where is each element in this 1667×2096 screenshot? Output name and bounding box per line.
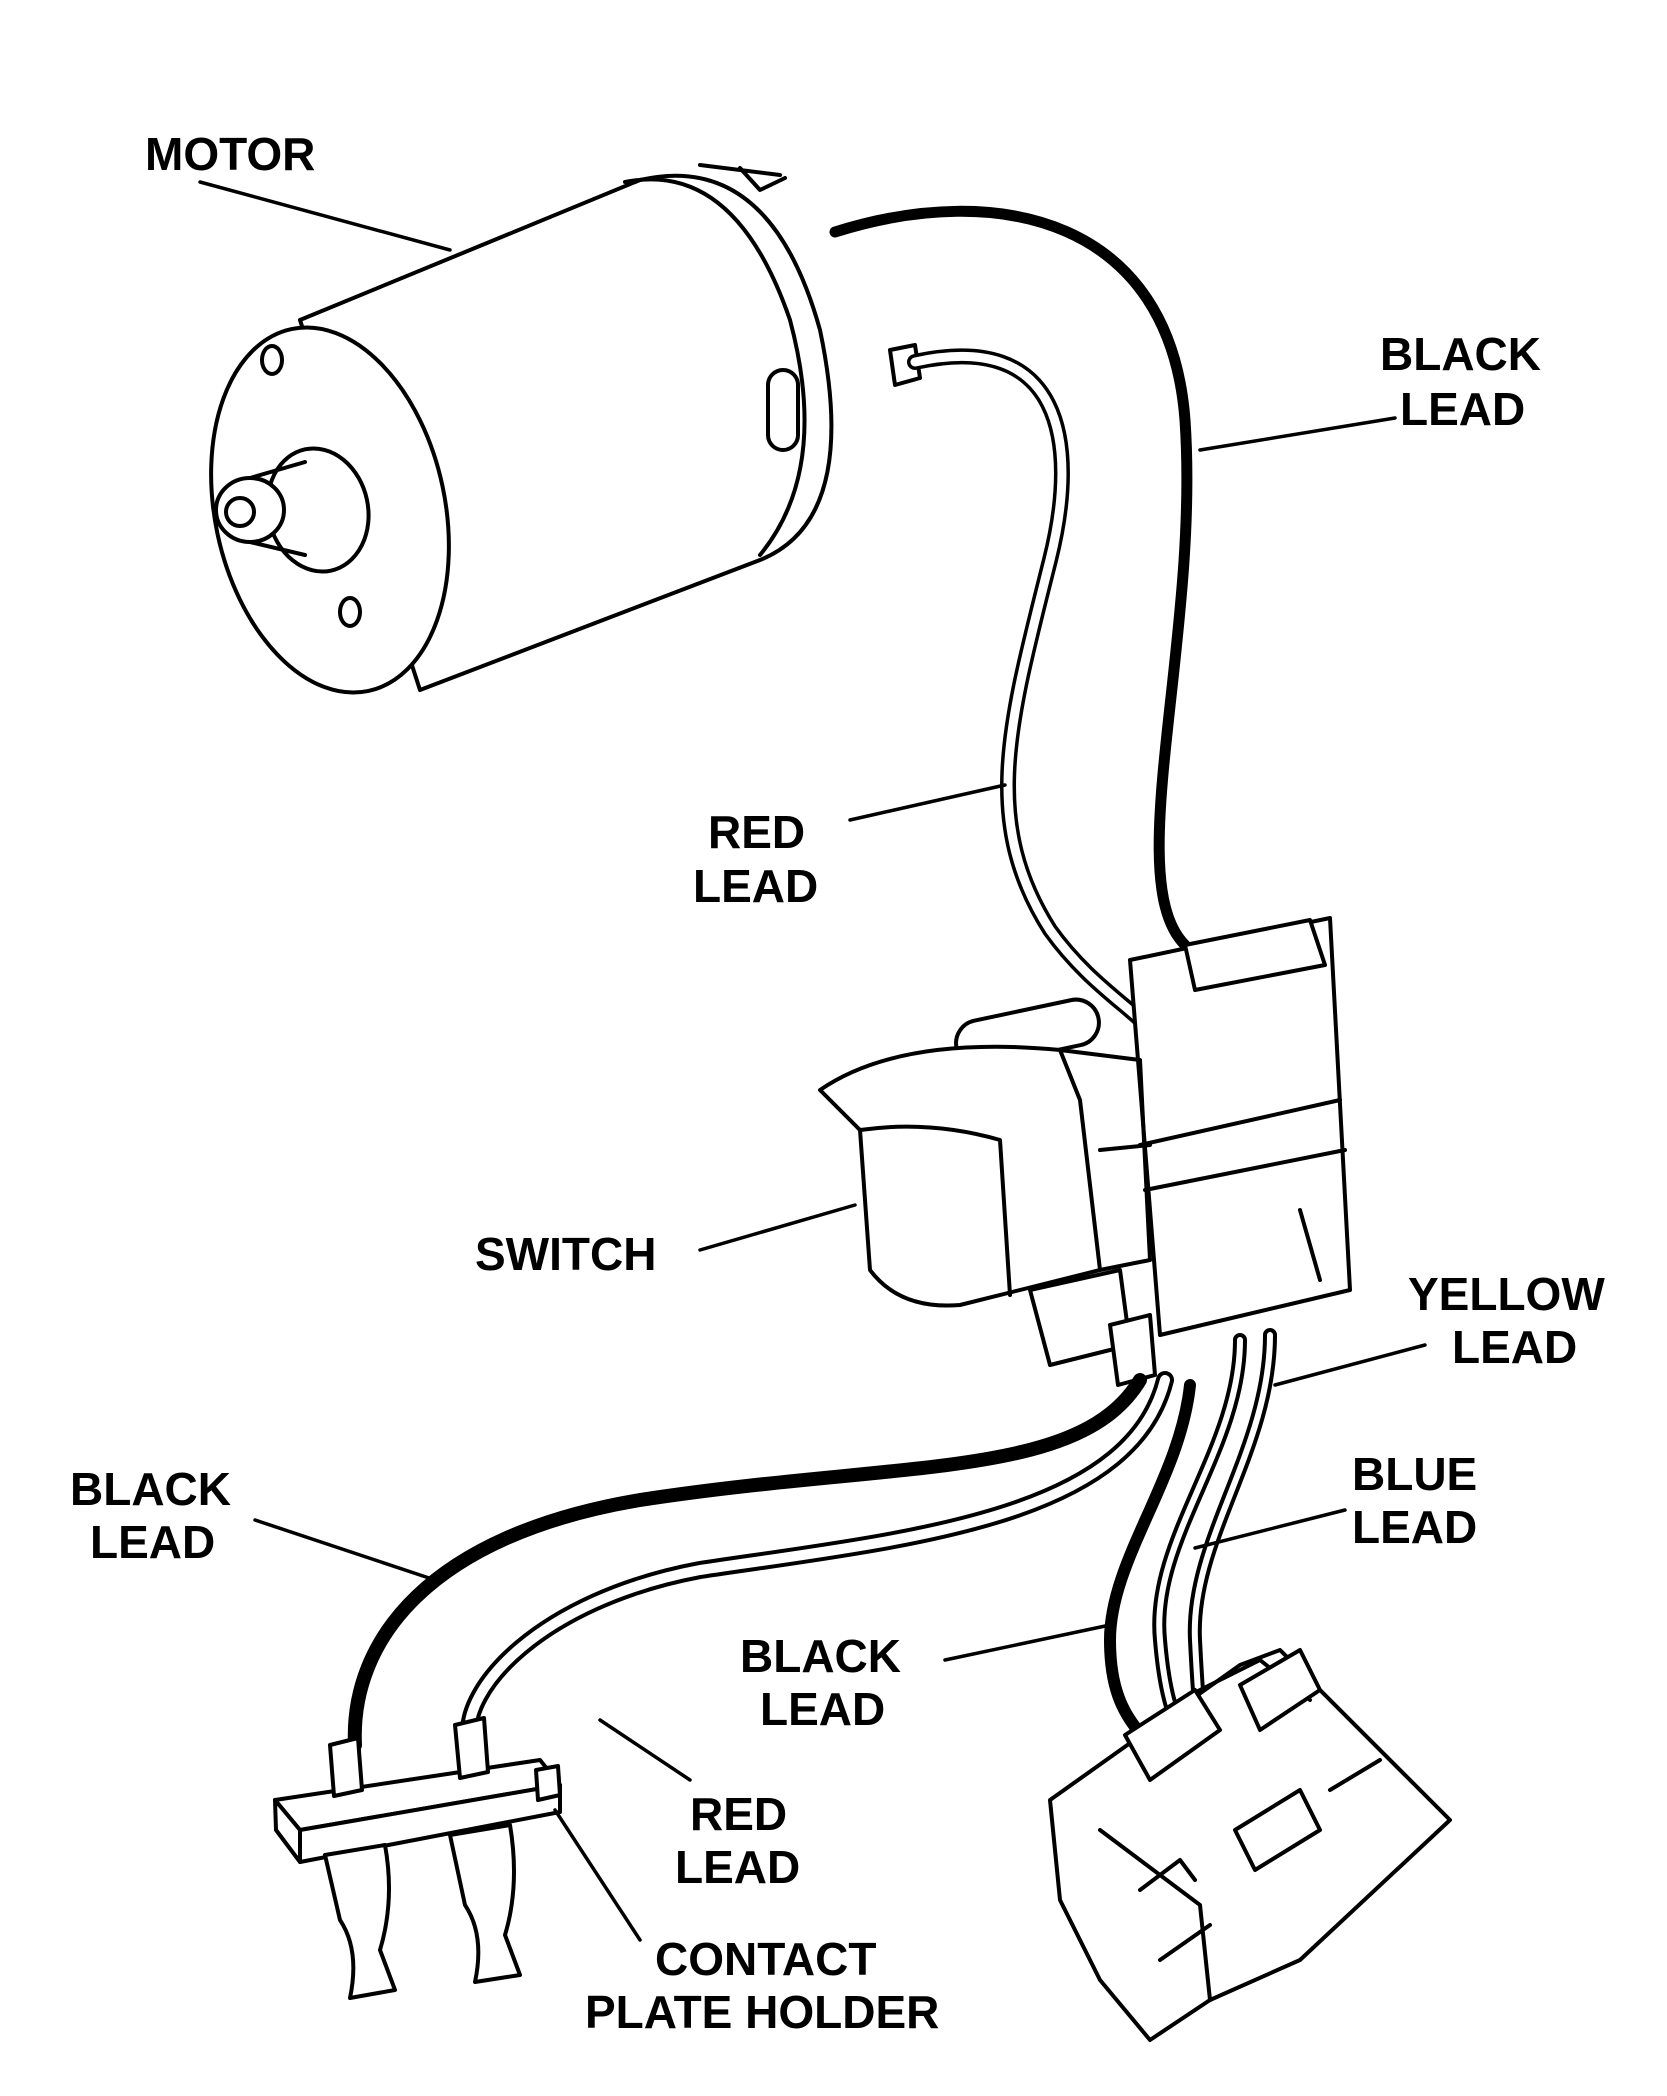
label-motor-text: MOTOR — [145, 128, 315, 180]
red-lead-top-leader — [848, 783, 1007, 822]
contact-plate-holder-leader — [553, 1808, 642, 1942]
red-lead-upper-wire — [907, 348, 1183, 1073]
label-contact-plate-holder-line2: PLATE HOLDER — [585, 1986, 939, 2038]
label-black-lead-bottom: BLACK LEAD — [740, 1630, 901, 1735]
red-lead-bottom-leader — [598, 1718, 692, 1782]
motor-leader — [198, 180, 452, 252]
label-black-lead-bottom-line2: LEAD — [760, 1683, 885, 1735]
label-switch: SWITCH — [475, 1228, 656, 1280]
black-lead-bottom-wire — [1103, 1379, 1196, 1746]
label-black-lead-bottom-line1: BLACK — [740, 1630, 901, 1682]
switch — [818, 916, 1352, 1387]
black-lead-bottom-leader — [943, 1623, 1112, 1662]
black-lead-top-leader — [1198, 416, 1397, 452]
motor — [209, 163, 922, 695]
label-yellow-lead-line1: YELLOW — [1408, 1268, 1605, 1320]
label-black-lead-top: BLACK LEAD — [1380, 328, 1541, 435]
black-lead-upper-wire — [829, 205, 1193, 951]
label-red-lead-top-line1: RED — [708, 806, 805, 858]
label-black-lead-top-line2: LEAD — [1400, 383, 1525, 435]
label-black-lead-top-line1: BLACK — [1380, 328, 1541, 380]
label-black-lead-left-line1: BLACK — [70, 1463, 231, 1515]
label-contact-plate-holder-line1: CONTACT — [655, 1933, 876, 1985]
label-switch-text: SWITCH — [475, 1228, 656, 1280]
label-black-lead-left-line2: LEAD — [90, 1516, 215, 1568]
black-lead-left-leader — [253, 1518, 437, 1582]
leader-lines — [198, 180, 1427, 1942]
label-motor: MOTOR — [145, 128, 315, 180]
label-blue-lead: BLUE LEAD — [1352, 1448, 1477, 1553]
red-lead-lower-wire — [460, 1371, 1174, 1749]
label-red-lead-bottom: RED LEAD — [675, 1788, 800, 1893]
label-red-lead-top: RED LEAD — [693, 806, 818, 912]
black-lead-left-wire — [347, 1373, 1147, 1752]
battery-connector — [1048, 1648, 1452, 2042]
label-red-lead-top-line2: LEAD — [693, 860, 818, 912]
label-red-lead-bottom-line1: RED — [690, 1788, 787, 1840]
contact-plate-holder — [273, 1716, 562, 2000]
yellow-lead-leader — [1273, 1343, 1427, 1387]
label-contact-plate-holder: CONTACT PLATE HOLDER — [585, 1933, 939, 2038]
blue-lead-leader — [1193, 1508, 1347, 1550]
label-yellow-lead: YELLOW LEAD — [1408, 1268, 1605, 1373]
label-red-lead-bottom-line2: LEAD — [675, 1841, 800, 1893]
label-yellow-lead-line2: LEAD — [1452, 1321, 1577, 1373]
label-blue-lead-line2: LEAD — [1352, 1501, 1477, 1553]
label-black-lead-left: BLACK LEAD — [70, 1463, 231, 1568]
label-blue-lead-line1: BLUE — [1352, 1448, 1477, 1500]
switch-leader — [698, 1203, 857, 1252]
